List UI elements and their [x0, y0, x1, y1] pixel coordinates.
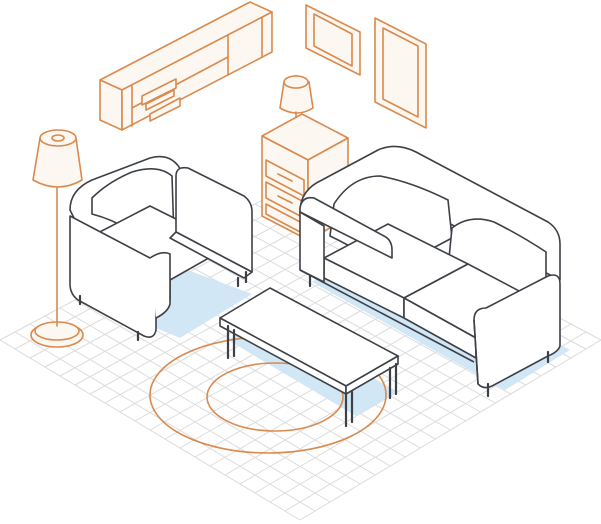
coffee-table: [219, 287, 399, 428]
wall-shelf: [99, 1, 273, 131]
rug-ring-inner: [206, 362, 344, 432]
floor-grid-line: [299, 339, 601, 521]
floor-grid-line: [209, 227, 511, 395]
sofa: [299, 145, 561, 398]
armchair: [69, 155, 253, 342]
picture-frame: [305, 4, 361, 76]
picture-frame: [374, 17, 427, 129]
floor-lamp: [30, 129, 84, 348]
